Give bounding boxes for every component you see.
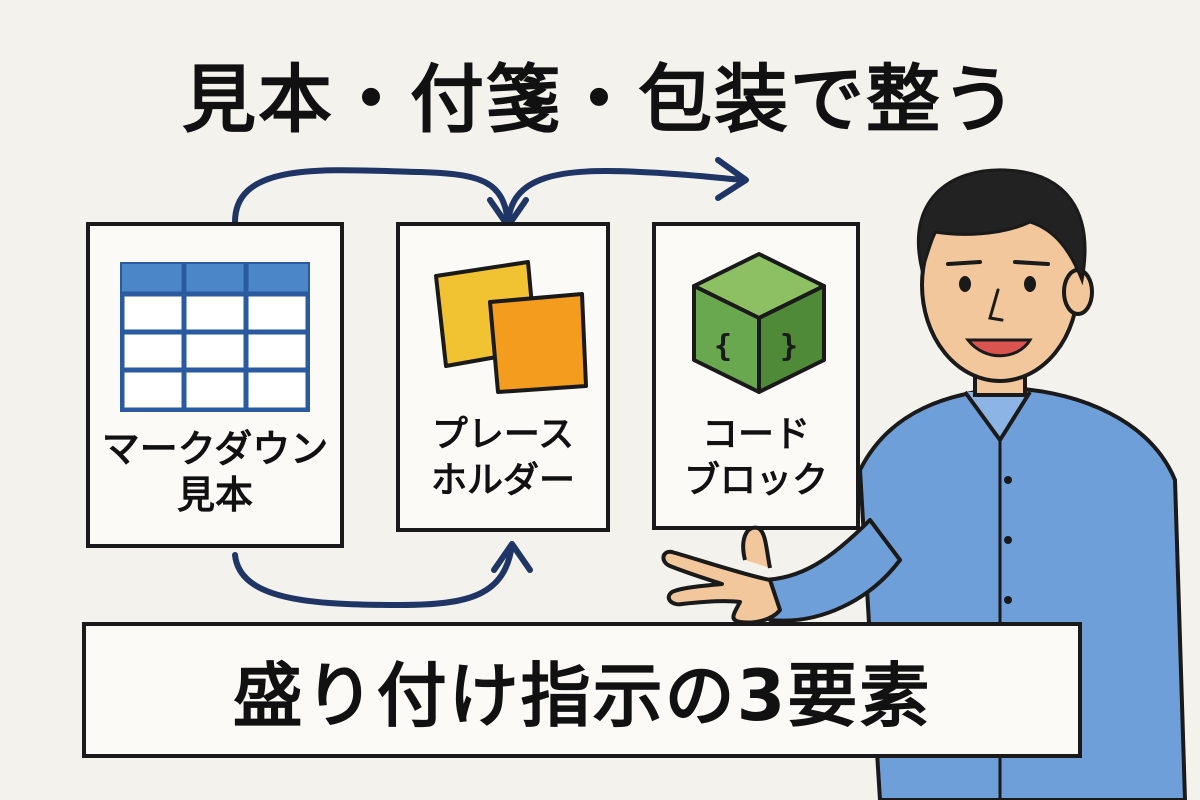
arrowhead-up-card2 (491, 541, 533, 573)
arrow-top-right (505, 168, 748, 228)
code-cube-icon: { } (692, 252, 826, 394)
svg-text:{: { (714, 329, 732, 364)
card-code-block: { } コード ブロック (652, 222, 860, 530)
page-title: 見本・付箋・包装で整う (182, 57, 1018, 143)
summary-banner: 盛り付け指示の3要素 (82, 622, 1082, 758)
card-label-line1: マークダウン (101, 427, 329, 471)
arrow-bottom (232, 542, 515, 608)
card-label-line2: 見本 (176, 473, 253, 517)
arrowhead-right (715, 157, 749, 201)
card-label-line2: ホルダー (430, 460, 575, 501)
card-label-markdown: マークダウン 見本 (90, 426, 340, 518)
card-markdown-sample: マークダウン 見本 (86, 222, 344, 548)
arrow-top-left (232, 167, 511, 228)
summary-banner-text: 盛り付け指示の3要素 (232, 654, 932, 737)
card-placeholder: プレース ホルダー (396, 222, 610, 532)
card-label-code-block: コード ブロック (656, 412, 856, 504)
table-icon (120, 262, 310, 412)
card-label-placeholder: プレース ホルダー (400, 412, 606, 504)
svg-text:}: } (780, 329, 798, 364)
card-label-line1: プレース (431, 414, 575, 455)
sticky-notes-icon (434, 260, 588, 394)
card-label-line2: ブロック (683, 460, 828, 501)
card-label-line1: コード (701, 414, 810, 455)
